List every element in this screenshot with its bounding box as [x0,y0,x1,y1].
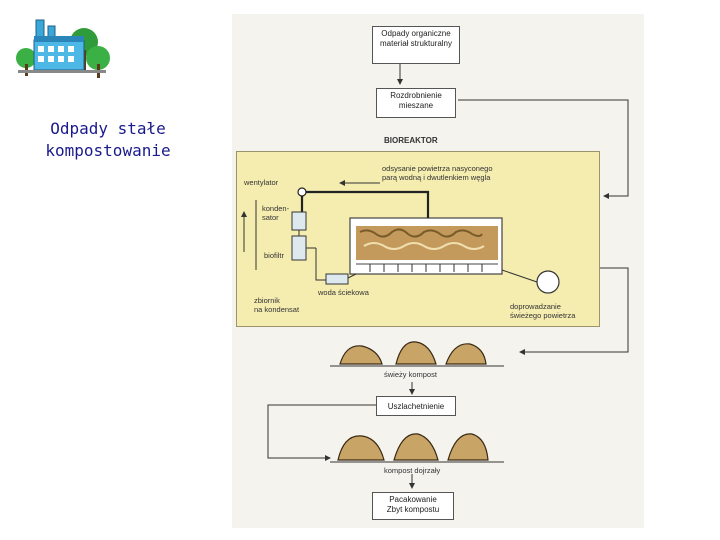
packaging-label-1: Pacakowanie [389,495,437,504]
tank-label-2: na kondensat [254,305,300,314]
condenser-label-1: konden- [262,204,290,213]
shredding-box: Rozdrobnienie mieszane [376,88,456,118]
fan-label: wentylator [244,178,279,187]
biofilter-label: biofiltr [264,251,285,260]
tank-label-1: zbiornik [254,296,280,305]
suction-label-2: parą wodną i dwutlenkiem węgla [382,173,491,182]
title-line-1: Odpady stałe [50,119,166,138]
shredding-label-2: mieszane [398,101,434,110]
shredding-label-1: Rozdrobnienie [390,91,442,100]
fresh-compost-label: świeży kompost [384,370,437,379]
suction-label-1: odsysanie powietrza nasyconego [382,164,493,173]
input-waste-box: Odpady organiczne materiał strukturalny [372,26,460,64]
bioreactor-label: BIOREAKTOR [384,136,438,145]
fresh-air-label-2: świeżego powietrza [510,311,576,320]
title-line-2: kompostowanie [45,141,171,160]
mature-compost-label: kompost dojrzały [384,466,441,475]
factory-with-trees-icon [14,14,110,84]
fresh-air-label-1: doprowadzanie [510,302,561,311]
input-waste-label-1: Odpady organiczne [381,29,451,38]
packaging-label-2: Zbyt kompostu [386,505,440,514]
wastewater-label: woda ściekowa [318,288,369,297]
packaging-box: Pacakowanie Zbyt kompostu [372,492,454,520]
refining-label: Uszlachetnienie [387,402,445,411]
refining-box: Uszlachetnienie [376,396,456,416]
condenser-label-2: sator [262,213,279,222]
input-waste-label-2: materiał strukturalny [379,39,453,48]
slide-title: Odpady stałe kompostowanie [8,118,208,162]
